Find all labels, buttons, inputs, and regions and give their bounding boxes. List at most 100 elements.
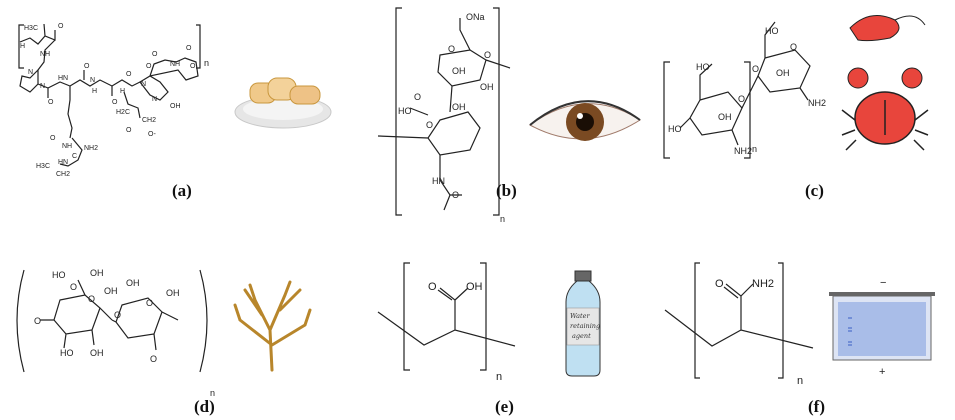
atom-label: OH bbox=[480, 82, 494, 92]
atom-label: H bbox=[120, 88, 125, 95]
seaweed-image bbox=[233, 280, 312, 372]
atom-label: O bbox=[126, 127, 132, 134]
atom-label: H bbox=[92, 88, 97, 95]
repeat-n-f: n bbox=[797, 375, 803, 387]
repeat-n-d: n bbox=[210, 388, 215, 398]
atom-label: HN bbox=[58, 159, 68, 166]
atom-label: O bbox=[88, 294, 95, 304]
panel-label-d: (d) bbox=[194, 397, 215, 416]
atom-label: O bbox=[114, 310, 121, 320]
atom-NH2: NH2 bbox=[752, 278, 774, 290]
atom-label: O bbox=[70, 282, 77, 292]
atom-label: HN bbox=[58, 75, 68, 82]
atom-label: OH bbox=[452, 66, 466, 76]
atom-label: NH2 bbox=[808, 98, 826, 108]
atom-label: N bbox=[141, 81, 146, 88]
panel-label-e: (e) bbox=[495, 397, 514, 416]
atom-label: N bbox=[90, 77, 95, 84]
atom-label: NH bbox=[62, 143, 72, 150]
bottle-text-1: Water bbox=[570, 312, 590, 320]
atom-label: O bbox=[426, 120, 433, 130]
atom-label: N bbox=[40, 83, 45, 90]
atom-label: CH2 bbox=[56, 171, 70, 178]
atom-label: N bbox=[152, 96, 157, 103]
panel-label-f: (f) bbox=[808, 397, 825, 416]
atom-label: OH bbox=[90, 348, 104, 358]
atom-label: O bbox=[484, 50, 491, 60]
atom-label: O bbox=[34, 316, 41, 326]
atom-label: OH bbox=[170, 103, 181, 110]
atom-label: O bbox=[126, 71, 132, 78]
atom-OH: OH bbox=[466, 281, 483, 293]
atom-label: NH bbox=[40, 51, 50, 58]
atom-label: O bbox=[752, 64, 759, 74]
water-retaining-agent-bottle: Water retaining agent bbox=[565, 270, 601, 377]
atom-label: O bbox=[790, 42, 797, 52]
atom-label: HO bbox=[398, 106, 412, 116]
atom-label: ONa bbox=[466, 12, 485, 22]
atom-label: O bbox=[146, 298, 153, 308]
atom-label: O bbox=[738, 94, 745, 104]
anode-sign: + bbox=[879, 366, 885, 378]
atom-label: OH bbox=[718, 112, 732, 122]
atom-label: O bbox=[152, 51, 158, 58]
atom-label: HO bbox=[668, 124, 682, 134]
atom-label: O bbox=[48, 99, 54, 106]
atom-label: NH bbox=[170, 61, 180, 68]
gel-electrophoresis-image: − + bbox=[829, 277, 935, 378]
bottle-text-2: retaining bbox=[570, 322, 600, 330]
atom-label: O bbox=[150, 354, 157, 364]
atom-label: O bbox=[50, 135, 56, 142]
atom-label: OH bbox=[452, 102, 466, 112]
repeat-n-b: n bbox=[500, 214, 505, 224]
panel-label-b: (b) bbox=[496, 181, 517, 200]
atom-label: O bbox=[112, 99, 118, 106]
atom-label: OH bbox=[126, 278, 140, 288]
atom-label: H3C bbox=[24, 25, 38, 32]
structure-f-polyacrylamide: O NH2 n bbox=[664, 262, 814, 387]
atom-label: C bbox=[72, 153, 77, 160]
atom-O: O bbox=[715, 278, 724, 290]
atom-label: HO bbox=[52, 270, 66, 280]
atom-label: H3C bbox=[36, 163, 50, 170]
repeat-n-a: n bbox=[204, 58, 209, 68]
atom-label: O bbox=[186, 45, 192, 52]
atom-label: HO bbox=[696, 62, 710, 72]
repeat-n-c: n bbox=[752, 144, 757, 154]
atom-label: OH bbox=[776, 68, 790, 78]
atom-label: H2C bbox=[116, 109, 130, 116]
atom-label: NH2 bbox=[84, 145, 98, 152]
atom-label: H bbox=[20, 43, 25, 50]
atom-label: O bbox=[414, 92, 421, 102]
atom-label: O- bbox=[148, 131, 156, 138]
atom-label: OH bbox=[90, 268, 104, 278]
atom-label: O bbox=[452, 190, 459, 200]
atom-label: O bbox=[448, 44, 455, 54]
atom-label: O bbox=[58, 23, 64, 30]
atom-label: O bbox=[84, 63, 90, 70]
atom-label: OH bbox=[166, 288, 180, 298]
eye-image bbox=[529, 100, 641, 141]
atom-label: O bbox=[190, 63, 196, 70]
panel-label-a: (a) bbox=[172, 181, 192, 200]
structure-e-polyacrylic-acid: O OH n bbox=[377, 262, 516, 383]
panel-label-c: (c) bbox=[805, 181, 824, 200]
atom-label: N bbox=[28, 69, 33, 76]
atom-label: HO bbox=[60, 348, 74, 358]
collagen-food-image bbox=[234, 77, 332, 129]
atom-O: O bbox=[428, 281, 437, 293]
atom-label: CH2 bbox=[142, 117, 156, 124]
bottle-text-3: agent bbox=[572, 332, 591, 340]
atom-label: OH bbox=[104, 286, 118, 296]
atom-label: HN bbox=[432, 176, 445, 186]
atom-label: O bbox=[146, 63, 152, 70]
repeat-n-e: n bbox=[496, 371, 502, 383]
atom-label: NH2 bbox=[734, 146, 752, 156]
shrimp-crab-image bbox=[841, 15, 929, 151]
